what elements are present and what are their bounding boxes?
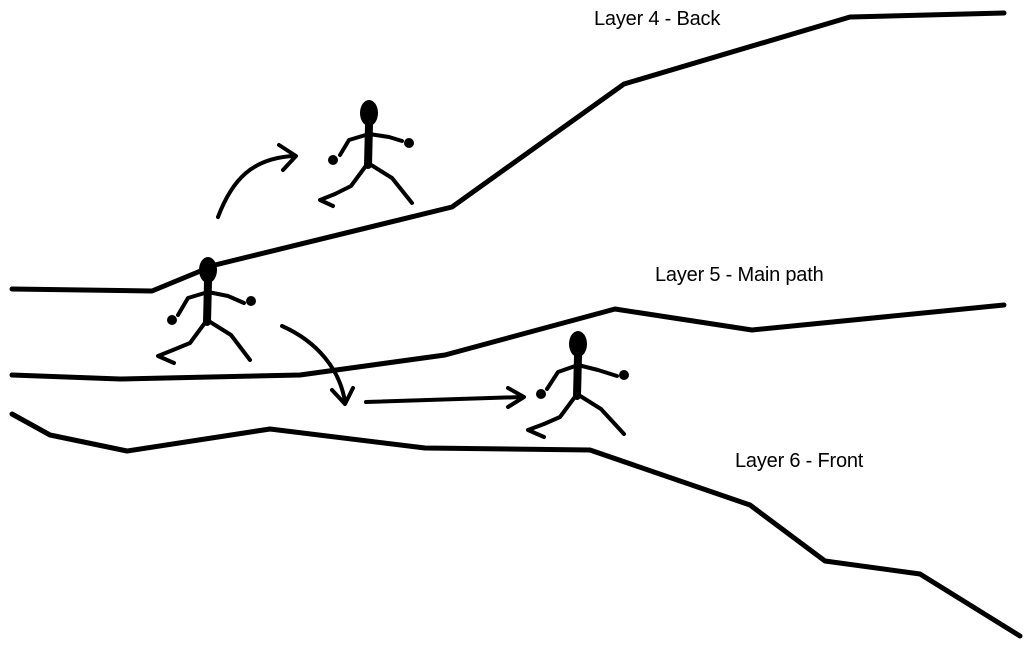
jump-up-arrow: [216, 143, 298, 219]
stick-figure-main: [156, 257, 256, 365]
drop-down-arrow: [280, 324, 355, 406]
layer-6-front-label: Layer 6 - Front: [735, 450, 864, 472]
layer-4-back-label: Layer 4 - Back: [594, 8, 721, 30]
stick-figure-front: [526, 331, 629, 439]
layer-6-front-line: [9, 411, 1023, 639]
layer-5-main-path-label: Layer 5 - Main path: [655, 264, 824, 286]
layer-5-main-path-line: [9, 302, 1007, 382]
move-forward-arrow: [364, 386, 526, 409]
stick-figure-back: [318, 100, 414, 208]
layer-4-back-line: [9, 10, 1007, 294]
